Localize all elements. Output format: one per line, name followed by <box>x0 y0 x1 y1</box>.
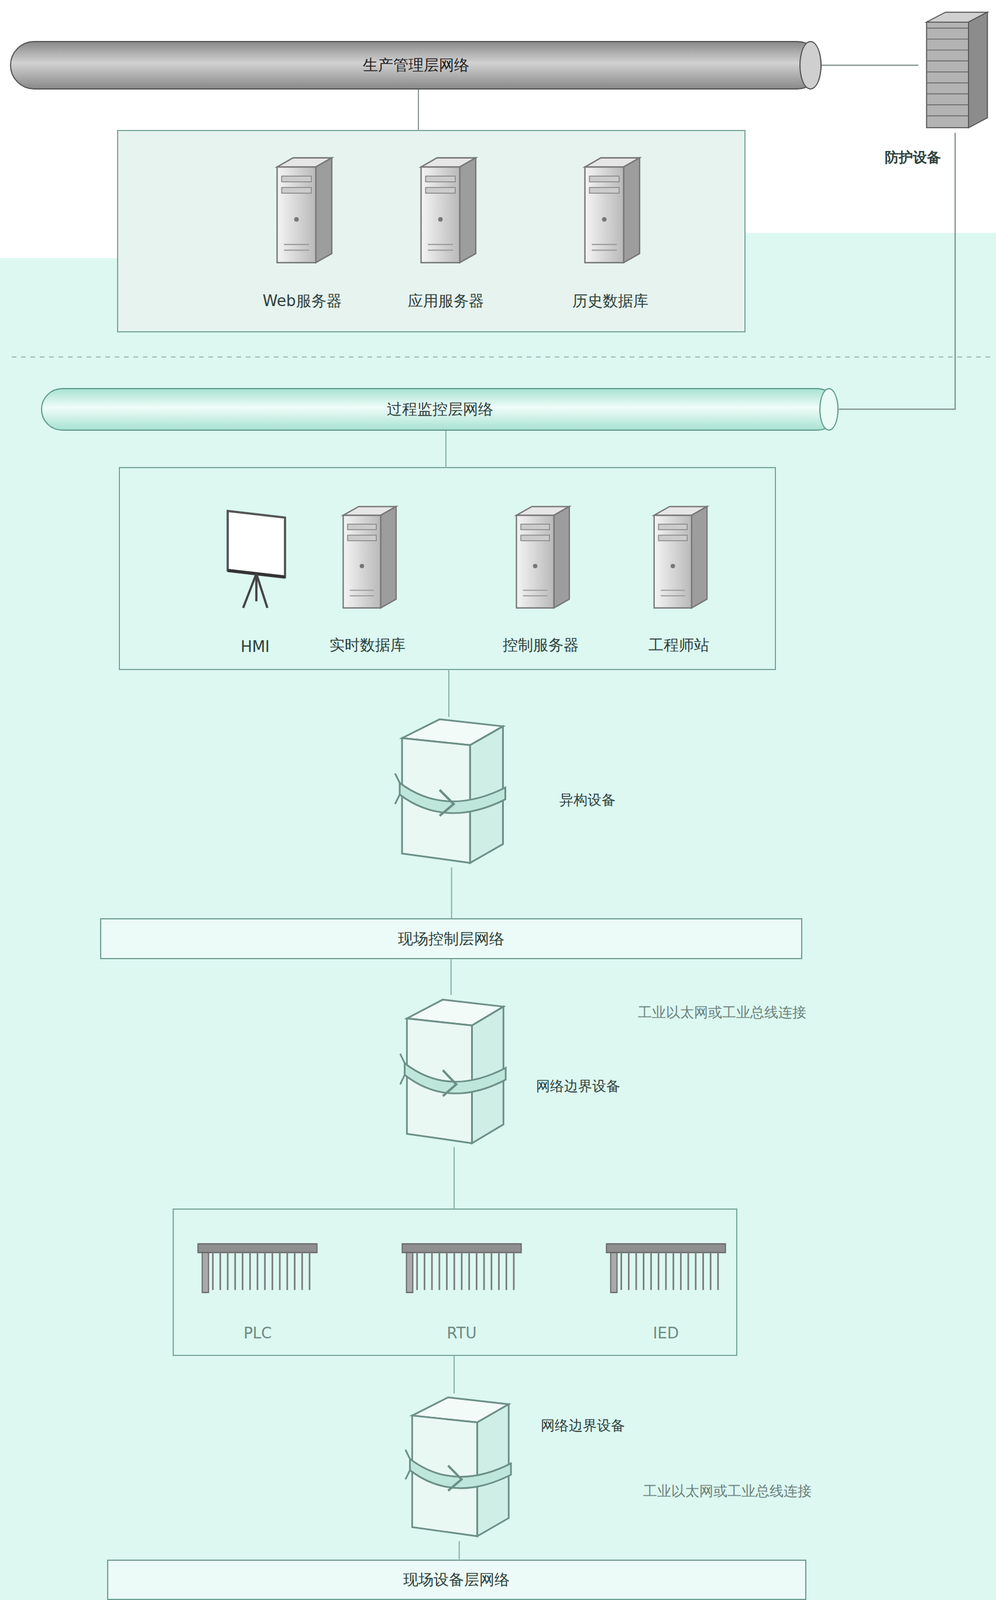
network-link <box>821 64 919 67</box>
network-link <box>450 959 452 995</box>
wire <box>445 430 447 468</box>
device-node: 控制服务器 <box>484 502 597 656</box>
plc-icon <box>193 1240 322 1297</box>
wire <box>453 1146 455 1210</box>
node-label: 过程监控层网络 <box>386 399 494 420</box>
network-link <box>451 867 453 919</box>
device-node: HMI <box>204 502 307 656</box>
node-label: 历史数据库 <box>572 290 649 312</box>
node-label: 网络边界设备 <box>540 1416 625 1435</box>
srv-icon <box>543 153 677 268</box>
device-node: 网络边界设备 <box>403 1392 516 1541</box>
node-label: PLC <box>243 1324 272 1342</box>
wire <box>448 669 450 717</box>
device-node: 防护设备 <box>918 8 992 133</box>
hmi-icon <box>204 502 307 613</box>
layer-divider <box>11 356 995 358</box>
device-node: 网络边界设备 <box>397 994 511 1149</box>
plc-icon <box>602 1240 730 1297</box>
device-node: 历史数据库 <box>543 153 677 312</box>
device-node: PLC <box>193 1240 322 1342</box>
node-label: 异构设备 <box>559 790 616 810</box>
node-label: IED <box>653 1324 679 1342</box>
wire <box>417 89 419 131</box>
node-label: 应用服务器 <box>407 290 484 312</box>
node-label: 现场控制层网络 <box>397 928 505 950</box>
node-label: HMI <box>240 637 270 656</box>
plc-icon <box>397 1240 526 1297</box>
network-band: 现场控制层网络 <box>100 918 803 960</box>
network-band: 现场设备层网络 <box>107 1559 807 1600</box>
device-node: 工程师站 <box>627 502 730 656</box>
connection-note: 工业以太网或工业总线连接 <box>643 1481 812 1501</box>
firewall-icon <box>918 8 992 133</box>
node-label: Web服务器 <box>262 290 342 312</box>
srv-icon <box>235 153 369 268</box>
network-link <box>838 132 956 410</box>
node-label: 现场设备层网络 <box>403 1569 510 1590</box>
node-label: 防护设备 <box>884 148 941 167</box>
node-label: 实时数据库 <box>329 634 406 656</box>
node-label: 工程师站 <box>648 634 710 656</box>
device-node: 实时数据库 <box>311 502 424 656</box>
device-node: 应用服务器 <box>379 153 513 312</box>
device-node: 异构设备 <box>392 714 511 868</box>
device-node: RTU <box>397 1240 526 1342</box>
network-pipe: 过程监控层网络 <box>40 387 840 431</box>
background-panel <box>0 232 996 1600</box>
network-pipe: 生产管理层网络 <box>9 40 822 91</box>
monitor-group-box <box>119 467 776 670</box>
device-node: Web服务器 <box>235 153 369 312</box>
server-group-box <box>117 130 745 332</box>
node-label: RTU <box>447 1324 477 1342</box>
cube-icon <box>392 714 511 868</box>
connection-note: 工业以太网或工业总线连接 <box>637 1003 807 1022</box>
node-label: 控制服务器 <box>502 634 579 656</box>
device-node: IED <box>602 1240 730 1342</box>
srv-icon <box>484 502 597 613</box>
node-label: 网络边界设备 <box>536 1076 621 1096</box>
wire <box>453 1355 455 1394</box>
srv-icon <box>379 153 513 268</box>
cube-icon <box>397 994 511 1149</box>
cube-icon <box>403 1392 516 1541</box>
network-link <box>458 1540 460 1559</box>
srv-icon <box>311 502 424 613</box>
pipe-end <box>799 40 822 91</box>
srv-icon <box>627 502 730 613</box>
controller-group-box <box>173 1209 737 1356</box>
node-label: 生产管理层网络 <box>362 55 470 76</box>
